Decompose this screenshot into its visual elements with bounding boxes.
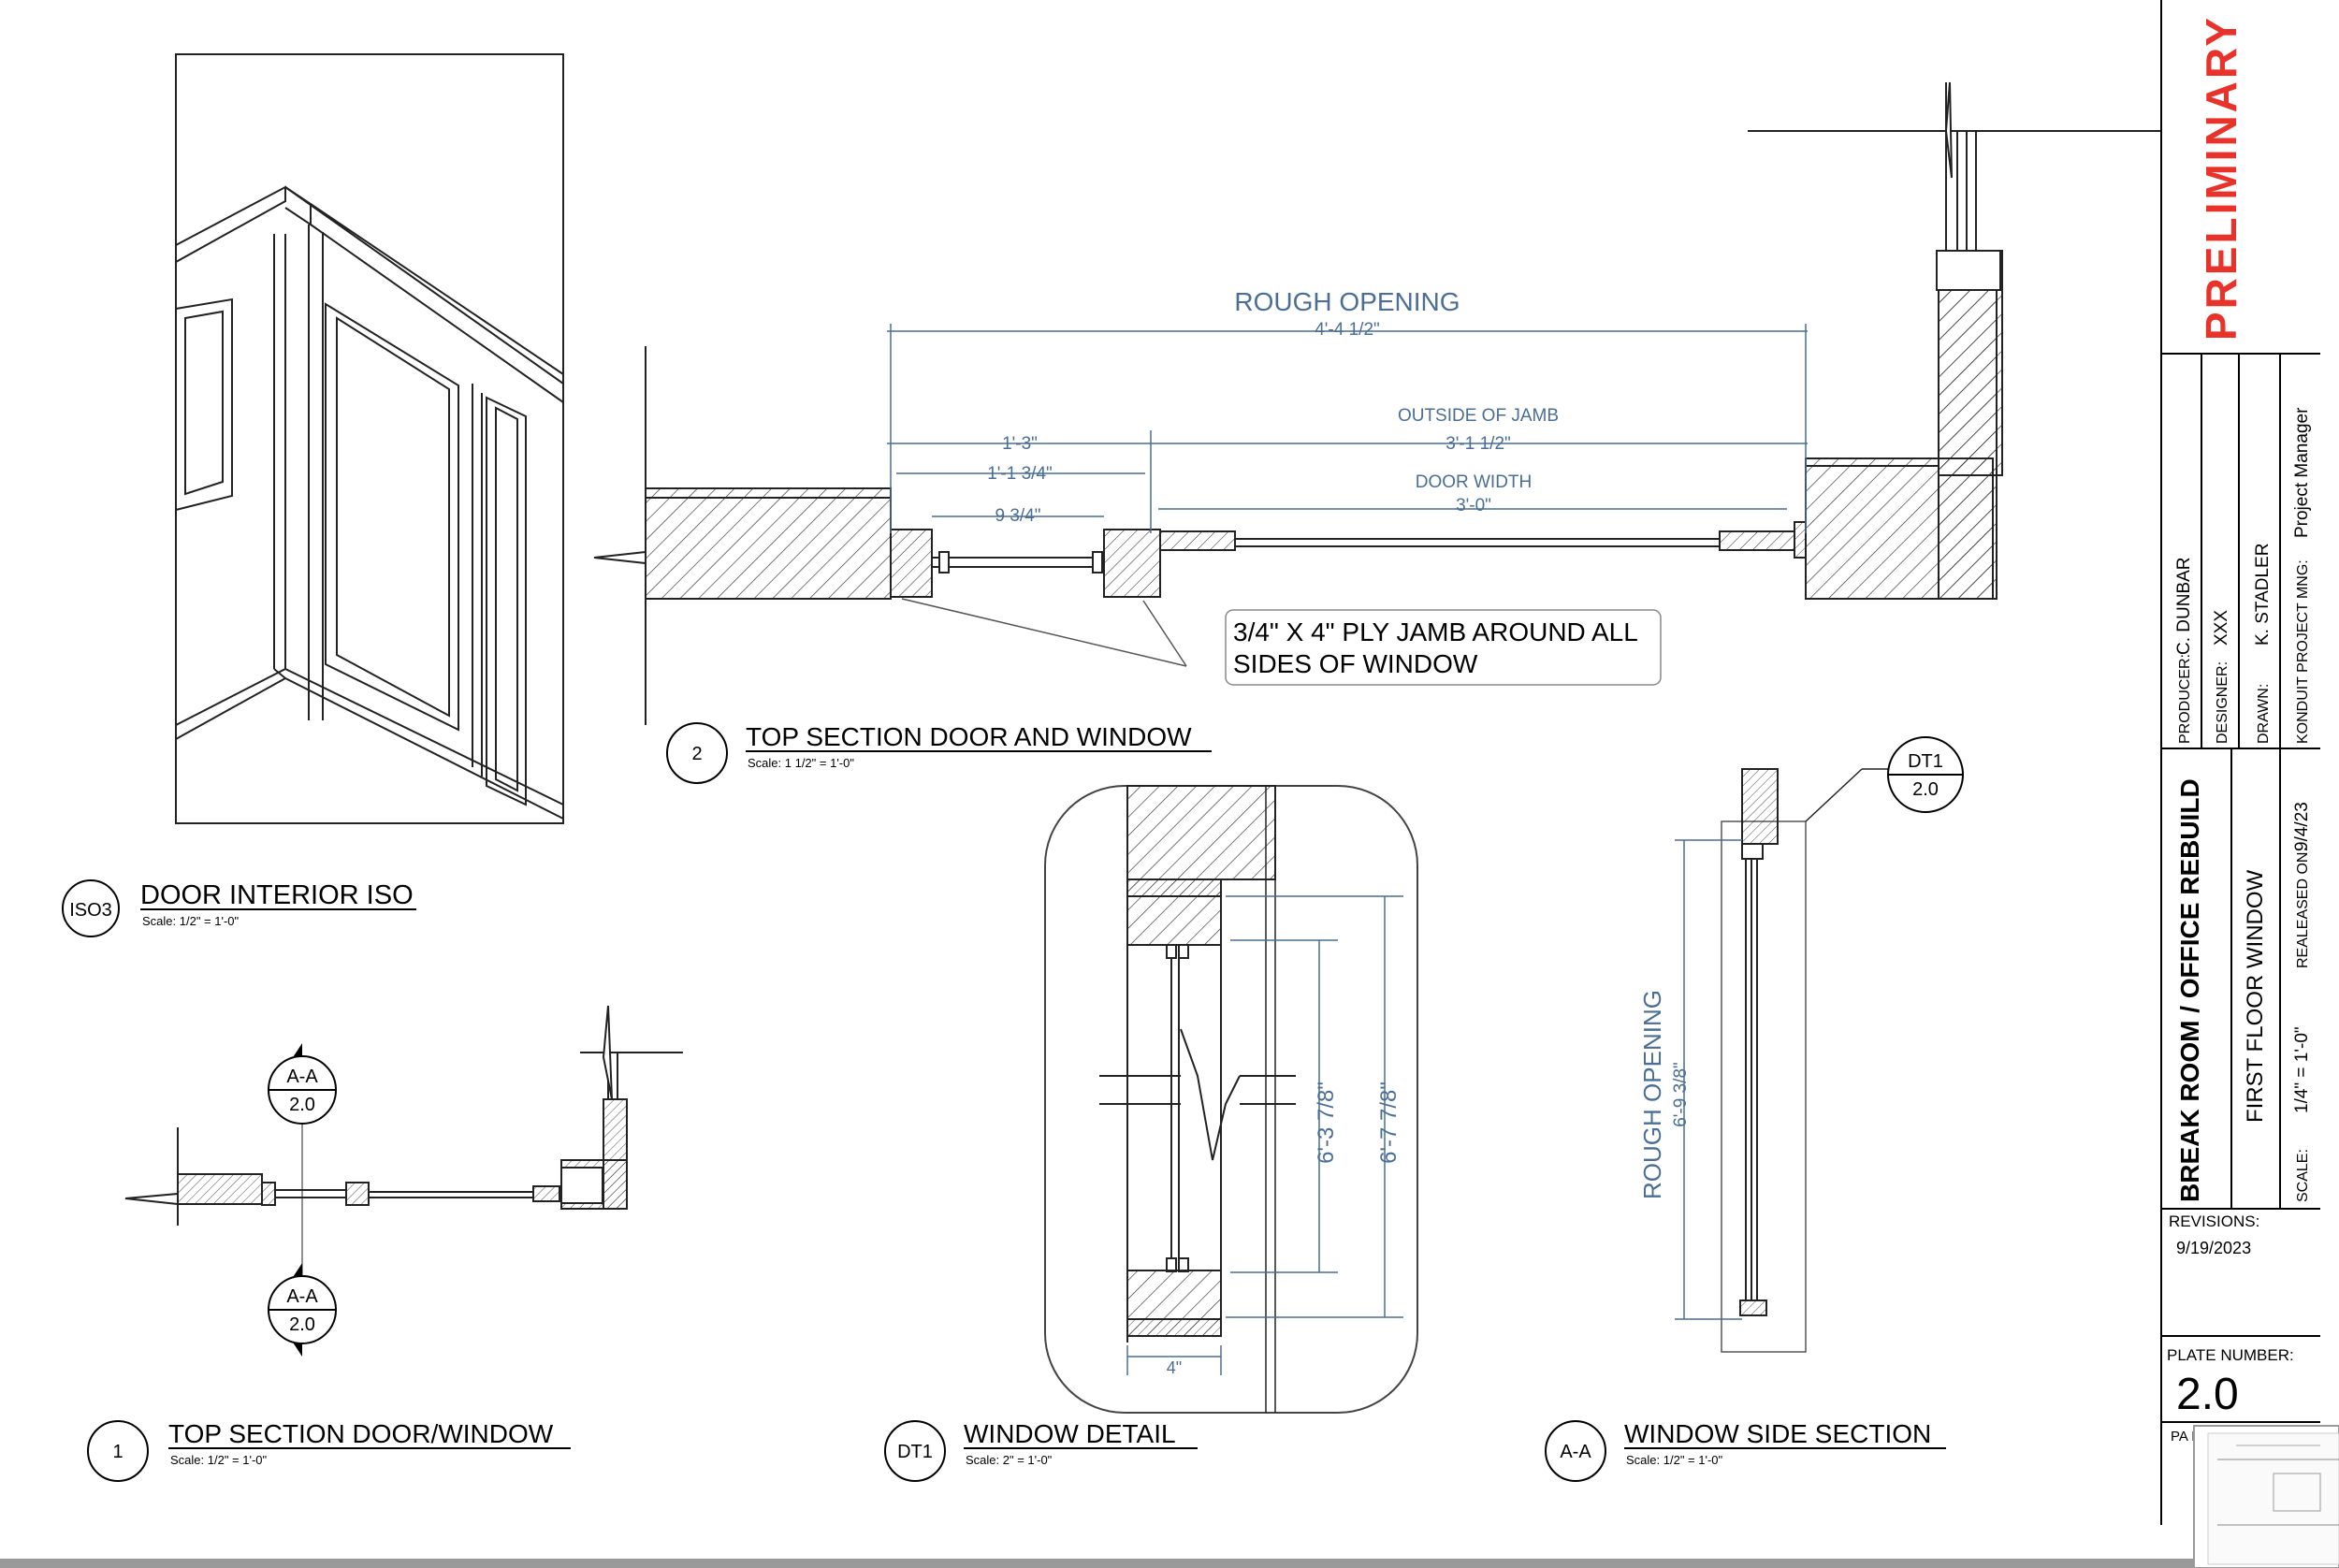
- dim-1-1-3-4: 1'-1 3/4": [987, 464, 1053, 484]
- plate-number: 2.0: [2176, 1370, 2239, 1419]
- rough-opening-label: ROUGH OPENING: [1234, 287, 1460, 316]
- dt1-tag: DT1: [897, 1442, 933, 1462]
- detail-ref-sheet: 2.0: [1912, 779, 1939, 800]
- v1-tag: 1: [112, 1442, 123, 1462]
- dt1-scale: Scale: 2" = 1'-0": [966, 1453, 1053, 1467]
- dt1-title: DT1 WINDOW DETAIL Scale: 2" = 1'-0": [884, 1419, 1198, 1482]
- pm-label: KONDUIT PROJECT MNG:: [2295, 559, 2311, 744]
- section-bottom-code: A-A: [286, 1286, 318, 1307]
- page-thumbnail: [2193, 1425, 2339, 1568]
- section-bottom-sheet: 2.0: [289, 1314, 315, 1335]
- callout-line-1: 3/4" X 4" PLY JAMB AROUND ALL: [1233, 617, 1638, 646]
- door-width-value: 3'-0": [1456, 496, 1491, 515]
- drawn-label: DRAWN:: [2256, 684, 2272, 744]
- iso3-drawing: [175, 53, 564, 824]
- detail-ref-marker: DT1 2.0: [1805, 736, 1964, 822]
- v1-scale: Scale: 1/2" = 1'-0": [170, 1453, 268, 1467]
- dt1-dim-width: 4": [1167, 1358, 1182, 1377]
- dim-1-3: 1'-3": [1002, 434, 1038, 454]
- v2-section: [593, 81, 2161, 725]
- door-width-label: DOOR WIDTH: [1416, 472, 1533, 492]
- producer-label: PRODUCER:: [2177, 654, 2193, 744]
- dt1-dim-2: 6'-7 7/8": [1376, 1082, 1402, 1164]
- iso3-scale: Scale: 1/2" = 1'-0": [142, 914, 240, 928]
- dt1-dims: [1126, 895, 1403, 1375]
- v1-section: [124, 1005, 683, 1305]
- drawn-value: K. STADLER: [2253, 544, 2273, 646]
- aa-rough-value: 6'-9 3/8": [1671, 1062, 1691, 1127]
- v2-tag: 2: [691, 744, 702, 764]
- pm-value: Project Manager: [2292, 407, 2312, 538]
- v2-title-text: TOP SECTION DOOR AND WINDOW: [746, 722, 1192, 751]
- aa-dim-text: ROUGH OPENING 6'-9 3/8": [1638, 990, 1691, 1199]
- preliminary-stamp: PRELIMINARY: [2197, 15, 2245, 341]
- sheet-title: FIRST FLOOR WINDOW: [2243, 869, 2268, 1123]
- rough-opening-value: 4'-4 1/2": [1315, 320, 1380, 340]
- scale-value: 1/4" = 1'-0": [2292, 1026, 2312, 1113]
- revisions-label: REVISIONS:: [2169, 1212, 2259, 1230]
- aa-rough-label: ROUGH OPENING: [1638, 990, 1666, 1199]
- designer-value: XXX: [2212, 610, 2231, 646]
- released-label: REALEASED ON:: [2295, 848, 2311, 968]
- aa-scale: Scale: 1/2" = 1'-0": [1626, 1453, 1723, 1467]
- iso3-tag: ISO3: [69, 900, 112, 921]
- outside-jamb-value: 3'-1 1/2": [1446, 434, 1511, 454]
- v2-dim-text: ROUGH OPENING 4'-4 1/2" OUTSIDE OF JAMB …: [987, 287, 1559, 526]
- section-marker-top: A-A 2.0: [268, 1043, 337, 1125]
- aa-title: A-A WINDOW SIDE SECTION Scale: 1/2" = 1'…: [1545, 1419, 1946, 1482]
- aa-drawing: [1721, 768, 1807, 1353]
- sheet-bottom-bar: [0, 1559, 2339, 1568]
- dt1-title-text: WINDOW DETAIL: [964, 1419, 1176, 1448]
- callout-line-2: SIDES OF WINDOW: [1233, 649, 1478, 678]
- title-block: PRELIMINARY PRODUCER: C. DUNBAR DESIGNER…: [2160, 0, 2320, 1525]
- designer-label: DESIGNER:: [2215, 661, 2230, 744]
- aa-tag: A-A: [1560, 1442, 1591, 1462]
- aa-title-text: WINDOW SIDE SECTION: [1624, 1419, 1931, 1448]
- dt1-drawing: [1044, 785, 1418, 1414]
- project-name: BREAK ROOM / OFFICE REBUILD: [2175, 778, 2204, 1202]
- v2-scale: Scale: 1 1/2" = 1'-0": [748, 756, 854, 770]
- dim-9-3-4: 9 3/4": [995, 506, 1040, 526]
- outside-jamb-label: OUTSIDE OF JAMB: [1398, 406, 1559, 426]
- section-top-sheet: 2.0: [289, 1095, 315, 1115]
- aa-dims: [1675, 839, 1742, 1320]
- section-top-code: A-A: [286, 1067, 318, 1087]
- dt1-dim-1: 6'-3 7/8": [1314, 1082, 1339, 1164]
- v1-title-text: TOP SECTION DOOR/WINDOW: [168, 1419, 554, 1448]
- section-marker-bottom: A-A 2.0: [268, 1263, 337, 1357]
- dt1-dim-text: 6'-3 7/8" 6'-7 7/8" 4": [1167, 1082, 1402, 1377]
- jamb-callout: 3/4" X 4" PLY JAMB AROUND ALL SIDES OF W…: [901, 598, 1662, 686]
- released-value: 9/4/23: [2292, 802, 2312, 851]
- plate-label: PLATE NUMBER:: [2167, 1346, 2294, 1364]
- producer-value: C. DUNBAR: [2174, 557, 2194, 655]
- v1-title: 1 TOP SECTION DOOR/WINDOW Scale: 1/2" = …: [87, 1419, 571, 1482]
- iso3-title: ISO3 DOOR INTERIOR ISO Scale: 1/2" = 1'-…: [62, 879, 416, 937]
- v2-dims: [887, 324, 1808, 533]
- iso3-title-text: DOOR INTERIOR ISO: [140, 880, 414, 910]
- scale-label: SCALE:: [2295, 1149, 2311, 1202]
- revision-date: 9/19/2023: [2176, 1239, 2251, 1257]
- detail-ref-code: DT1: [1908, 751, 1943, 772]
- v2-title: 2 TOP SECTION DOOR AND WINDOW Scale: 1 1…: [666, 722, 1212, 784]
